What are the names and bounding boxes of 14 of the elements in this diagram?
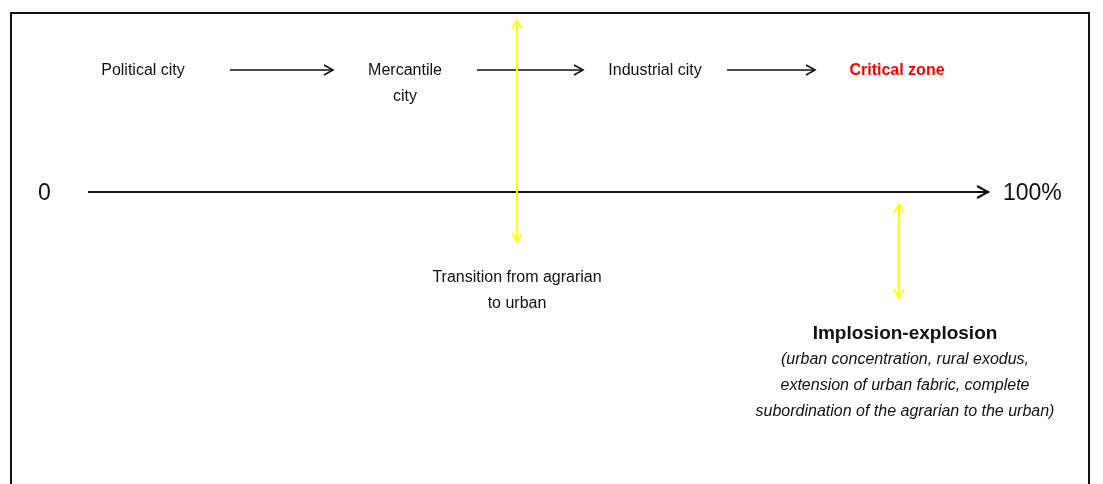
stage-label: Critical zone bbox=[848, 60, 946, 80]
double-arrow bbox=[893, 203, 905, 299]
stage-label: Industrial city bbox=[607, 60, 703, 80]
double-arrow bbox=[511, 19, 523, 243]
arrow bbox=[229, 64, 334, 76]
stage-label: Transition from agrarian to urban bbox=[432, 267, 602, 313]
arrow bbox=[726, 64, 816, 76]
axis-label: 0 bbox=[38, 178, 51, 206]
description: (urban concentration, rural exodus, extension of urban fabric, complete subordination of the agrarian to the urban) bbox=[754, 349, 1056, 421]
stage-label: Mercantile city bbox=[367, 60, 443, 106]
arrow bbox=[476, 64, 584, 76]
axis-label: 100% bbox=[1003, 178, 1062, 206]
heading: Implosion-explosion bbox=[811, 321, 999, 345]
stage-label: Political city bbox=[100, 60, 186, 80]
